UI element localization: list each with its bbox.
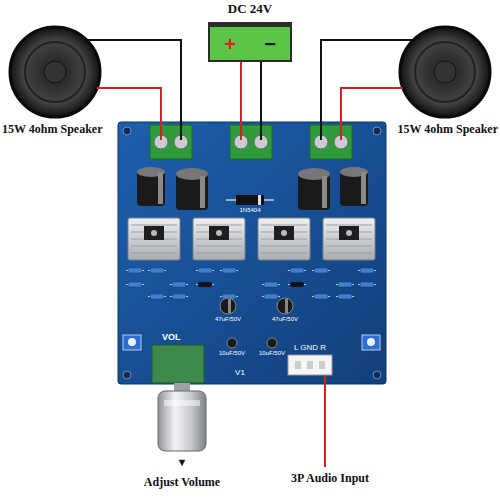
speaker-label: 15W 4ohm Speaker [2,123,102,137]
heatsink-fin [326,225,372,226]
heatsink-fin [326,246,372,247]
heatsink [193,218,245,260]
callout-label: 3P Audio Input [291,472,369,486]
positive-sign: + [224,34,236,54]
speaker-left [10,27,100,117]
heatsink-fin [261,225,307,226]
heatsink-fin [131,225,177,226]
pin-names: L GND R [294,343,326,352]
small-capacitors [220,298,293,348]
diode-symbol [198,282,212,287]
supply-voltage-label: DC 24V [228,2,272,17]
resistor-symbol [360,282,374,287]
capacitor-value: 47uF/50V [272,316,298,323]
audio-input-connector [288,355,332,375]
heatsink-fin [196,225,242,226]
screw [281,230,287,236]
transistor-body [274,226,294,240]
transistor-body [339,226,359,240]
capacitor-value: 10uF/50V [259,350,285,357]
heatsink [258,218,310,260]
resistor-symbol [150,268,164,273]
heatsink-fin [196,246,242,247]
speaker-right [400,27,490,117]
resistors [126,268,376,299]
resistor-symbol [360,268,374,273]
screw [346,230,352,236]
resistor-symbol [314,294,328,299]
heatsink [128,218,180,260]
heatsink-fin [131,246,177,247]
resistor-symbol [314,268,328,273]
resistor-symbol [128,282,142,287]
negative-sign: − [264,34,276,54]
electrolytic-capacitors [137,167,368,210]
resistor-symbol [128,268,142,273]
resistor-symbol [264,294,278,299]
pointer-symbol: ▼ [177,456,188,469]
resistor-symbol [290,268,304,273]
heatsink-fin [131,253,177,254]
resistor-symbol [338,294,352,299]
speaker-label: 15W 4ohm Speaker [398,123,498,137]
resistor-symbol [198,268,212,273]
callout-label: Adjust Volume [144,476,220,490]
part-number: 1N5404 [239,207,260,214]
heatsink-fin [326,253,372,254]
resistor-symbol [172,282,186,287]
resistor-symbol [222,268,236,273]
leader-line [324,376,326,467]
volume-potentiometer [152,345,206,451]
transistor-body [144,226,164,240]
resistor-symbol [264,282,278,287]
resistor-symbol [172,294,186,299]
screw [216,230,222,236]
diode-symbol [226,195,274,205]
battery: +− [208,22,292,62]
heatsink-fin [261,253,307,254]
resistor-symbol [338,282,352,287]
pcb-board [118,122,386,384]
transistor-body [209,226,229,240]
silkscreen-label: V1 [235,368,245,377]
heatsink-fin [196,253,242,254]
resistor-symbol [150,294,164,299]
heatsink [323,218,375,260]
silkscreen-label: VOL [162,332,181,342]
capacitor-value: 47uF/50V [215,316,241,323]
heatsinks [128,218,375,260]
diode-symbol [290,282,304,287]
heatsink-fin [261,246,307,247]
mounting-holes [123,127,381,379]
capacitor-value: 10uF/50V [219,350,245,357]
screw [151,230,157,236]
